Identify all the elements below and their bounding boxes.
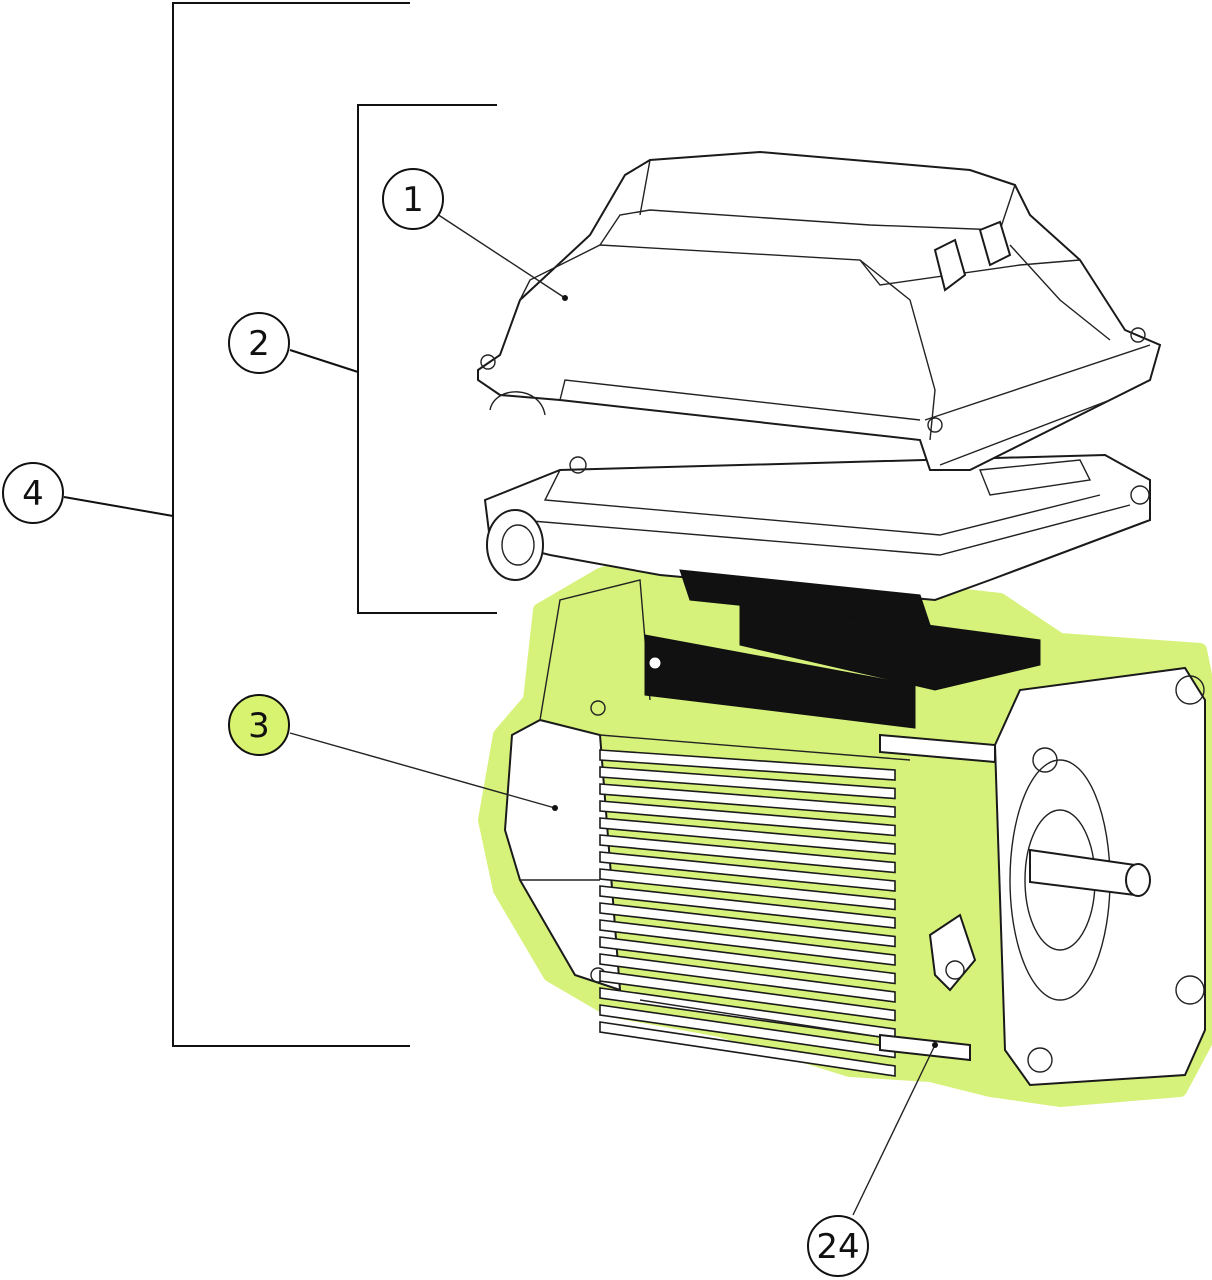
callout-4: 4: [2, 462, 64, 524]
assembly-bracket-4: [63, 2, 410, 1047]
control-box-cover: [477, 150, 1162, 471]
callout-2-circle: [228, 312, 290, 374]
callout-24: 24: [807, 1215, 869, 1277]
cooling-fin: [599, 800, 896, 837]
callout-24-circle: [807, 1215, 869, 1277]
callout-4-label: 4: [22, 474, 44, 514]
cooling-fin: [599, 936, 896, 985]
callout-1-circle: [382, 168, 444, 230]
cooling-fin: [599, 749, 896, 781]
cooling-fin: [599, 885, 896, 929]
cooling-fin: [599, 834, 896, 874]
leader-lines: [289, 213, 938, 1216]
callout-2: 2: [228, 312, 290, 374]
control-box-base: [483, 453, 1151, 626]
callout-1: 1: [382, 168, 444, 230]
cooling-fins: [599, 749, 896, 1077]
cooling-fin: [599, 766, 896, 800]
cooling-fin: [599, 817, 896, 855]
assembly-bracket-2: [289, 104, 497, 614]
cooling-fin: [599, 902, 896, 948]
cooling-fin: [599, 953, 896, 1003]
cooling-fin: [599, 868, 896, 911]
motor-body: [503, 579, 1206, 1087]
cooling-fin: [599, 1004, 896, 1059]
cooling-fin: [599, 1021, 896, 1077]
callout-3-circle: [228, 694, 290, 756]
callout-24-label: 24: [816, 1227, 859, 1267]
callout-2-label: 2: [248, 324, 270, 364]
callout-1-label: 1: [402, 180, 424, 220]
callout-3-label: 3: [248, 706, 270, 746]
cooling-fin: [599, 919, 896, 966]
callout-3: 3: [228, 694, 290, 756]
cooling-fin: [599, 783, 896, 818]
cooling-fin: [599, 970, 896, 1022]
cooling-fin: [599, 851, 896, 892]
callout-4-circle: [2, 462, 64, 524]
